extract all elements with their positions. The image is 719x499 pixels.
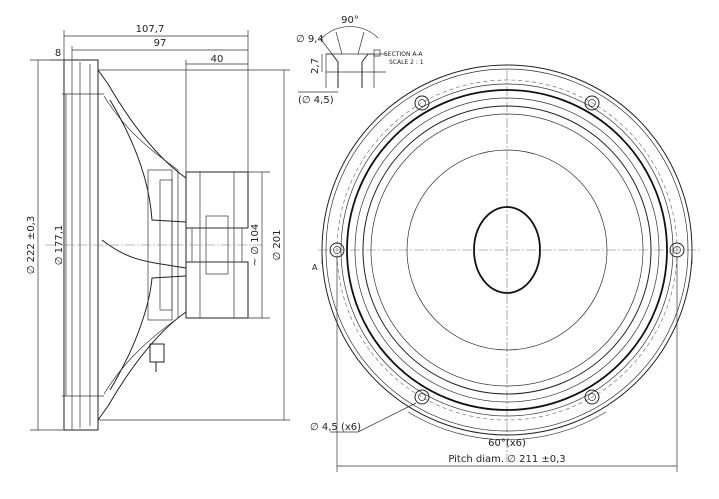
dim-angle-60-arc (407, 411, 607, 441)
section-scale: SCALE 2 : 1 (389, 59, 424, 66)
mounting-hole (584, 389, 600, 405)
dim-hole-9-4: ∅ 9,4 (296, 34, 324, 45)
side-magnet-bottom (185, 261, 249, 319)
side-view (45, 59, 262, 431)
dim-magnet-40: 40 (211, 54, 224, 65)
dim-mount-holes: ∅ 4,5 (x6) (310, 422, 361, 433)
front-surround-outer (346, 89, 668, 411)
dim-hole-4-5-ref: (∅ 4,5) (298, 95, 334, 106)
section-detail: 90° ∅ 9,4 2,7 (∅ 4,5) SECTION A-A SCALE … (296, 15, 424, 106)
mounting-hole (584, 95, 600, 111)
front-view: A (312, 64, 700, 462)
dim-flange-8: 8 (55, 48, 61, 59)
dim-overall-depth: 107,7 (136, 24, 165, 35)
dim-angle-60: 60°(x6) (488, 438, 526, 449)
side-basket-spoke-mid (101, 239, 187, 269)
dim-depth-2-7: 2,7 (310, 58, 321, 74)
dim-diameter-201: ∅ 201 (272, 230, 283, 261)
dim-diameter-104: ~ ∅ 104 (250, 224, 261, 267)
dim-diameter-222: ∅ 222 ±0,3 (26, 216, 37, 274)
front-cone (406, 149, 608, 351)
section-marker-left: A (312, 263, 318, 272)
side-terminal (149, 343, 165, 372)
side-basket-spoke-low (109, 275, 187, 391)
mounting-hole (414, 389, 430, 405)
dim-pitch-diameter: Pitch diam. ∅ 211 ±0,3 (448, 454, 565, 465)
section-title: SECTION A-A (384, 51, 423, 58)
side-basket-spoke-top (109, 99, 187, 223)
dim-depth-97: 97 (154, 38, 167, 49)
section-countersink (331, 53, 369, 88)
section-cut-line (321, 248, 693, 264)
dim-angle-90: 90° (341, 15, 359, 26)
side-view-dimensions: 107,7 97 8 40 ∅ 222 ±0,3 ∅ 177,1 ~ ∅ 104… (26, 24, 290, 431)
mounting-hole (414, 95, 430, 111)
front-pitch-circle (336, 79, 678, 421)
front-view-dimensions: ∅ 4,5 (x6) 60°(x6) Pitch diam. ∅ 211 ±0,… (310, 256, 678, 472)
dim-diameter-177: ∅ 177,1 (54, 225, 65, 266)
side-magnet-top (185, 171, 249, 229)
section-angle-arc (321, 26, 379, 39)
front-dust-cap (473, 206, 541, 294)
